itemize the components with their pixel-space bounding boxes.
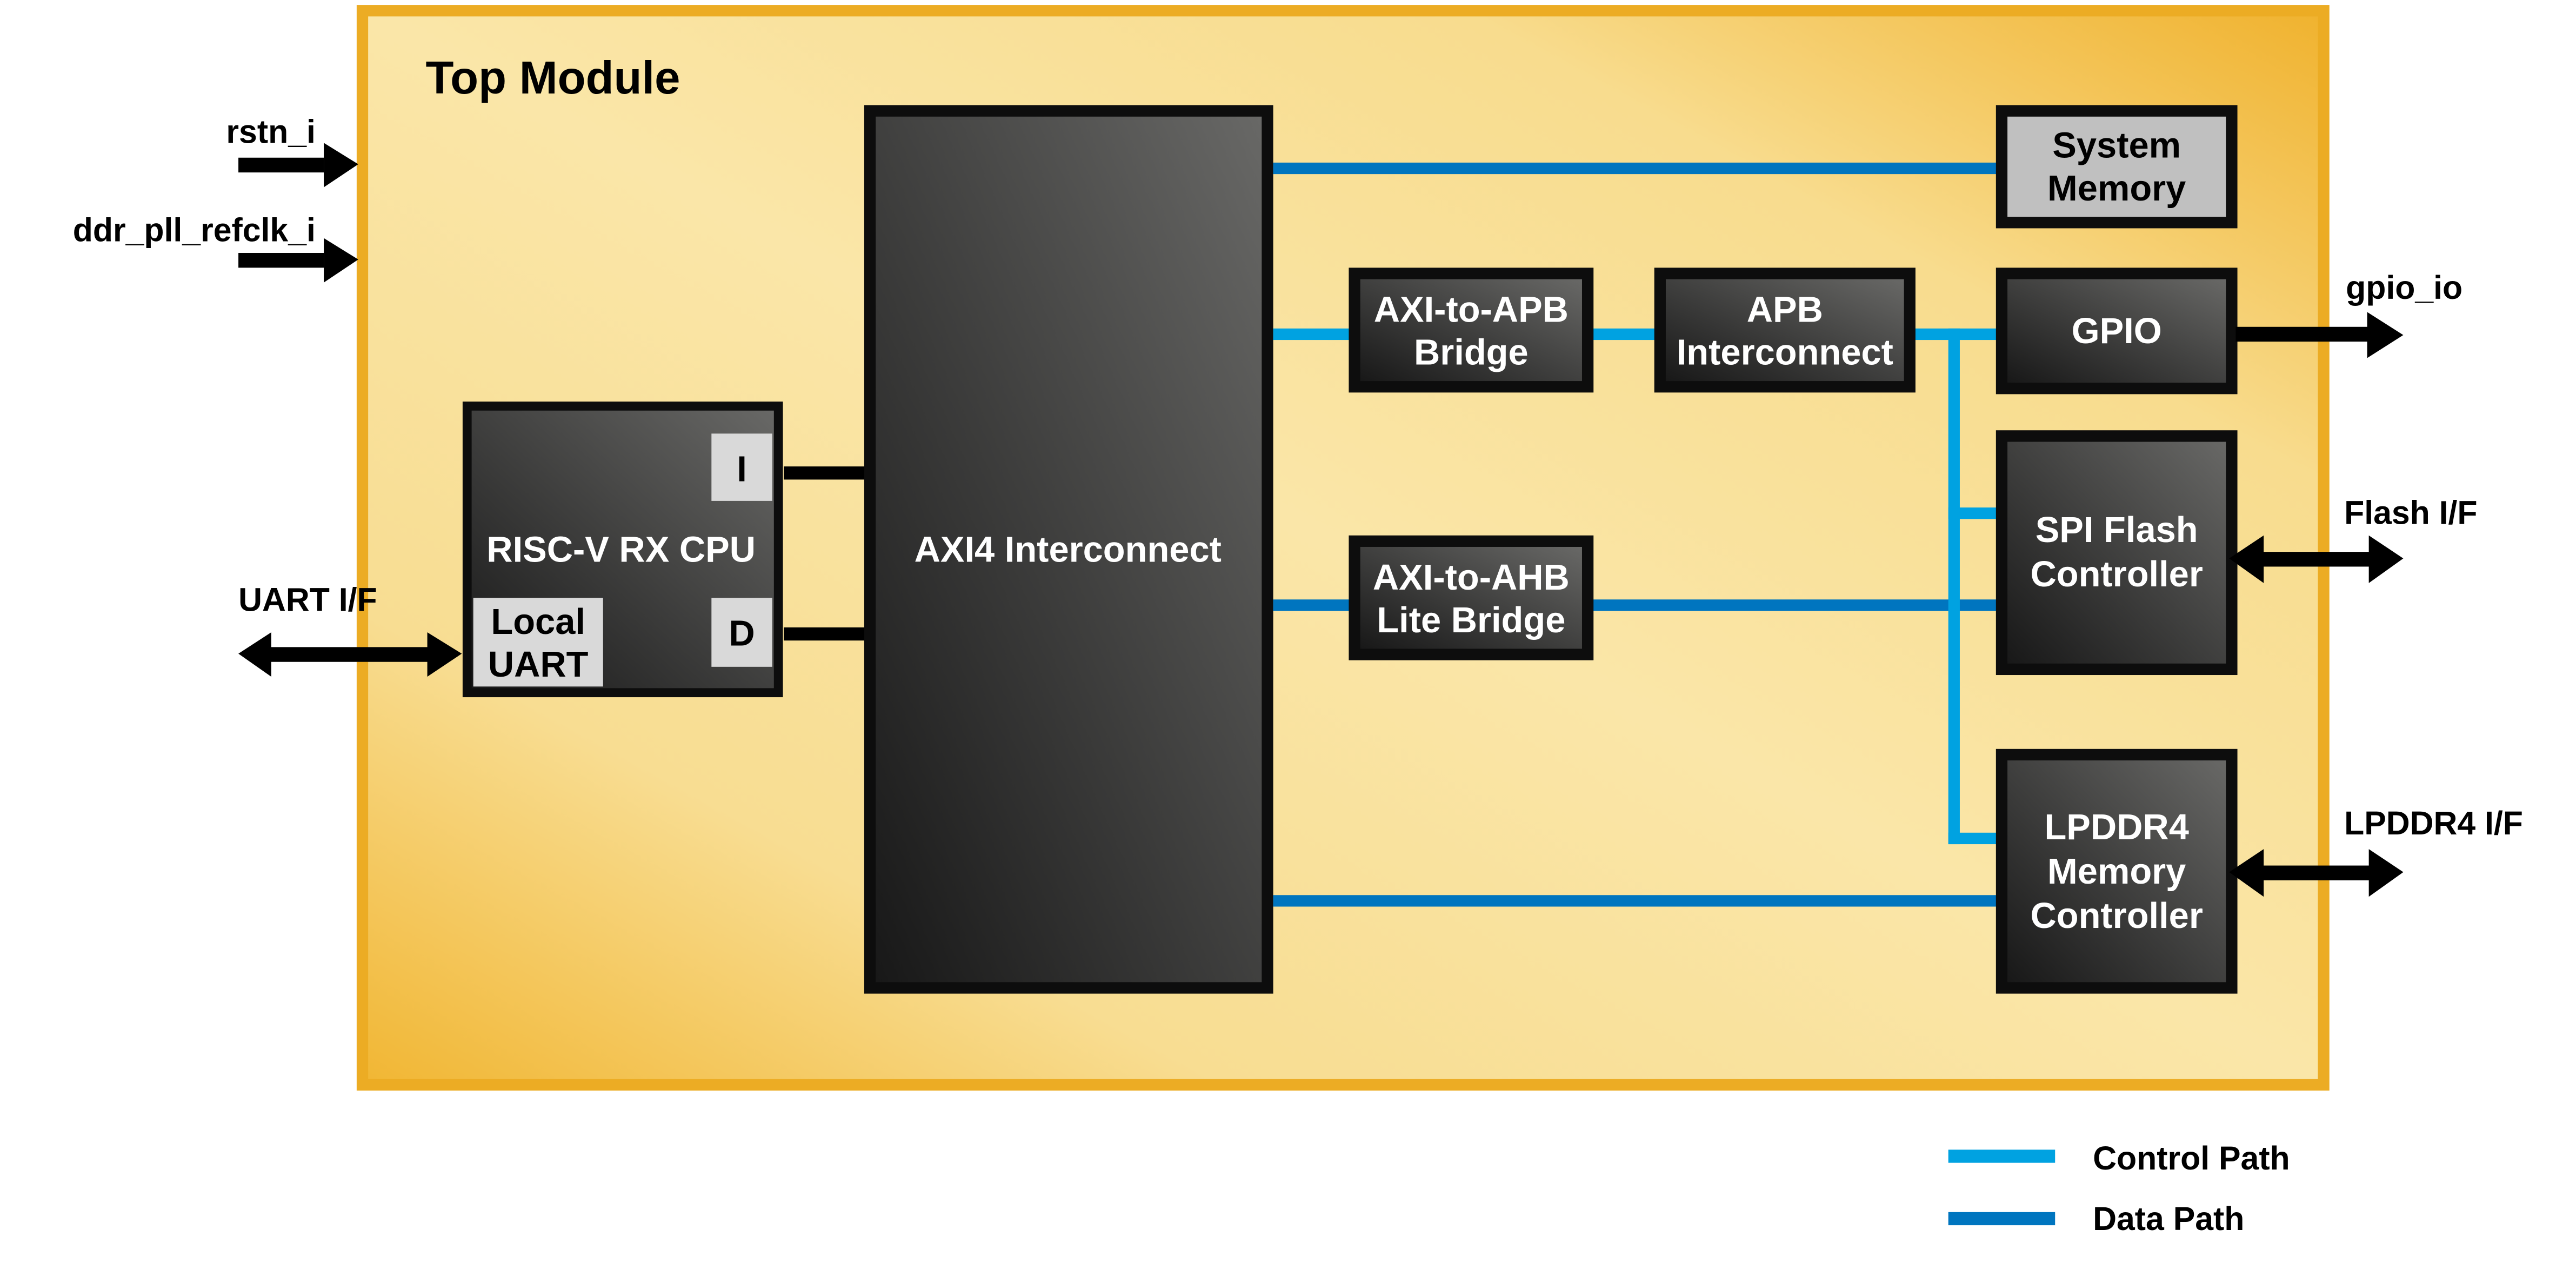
local-uart-box xyxy=(473,598,603,687)
gpio-io-arrow xyxy=(2235,312,2404,358)
lpddr4-if-label: LPDDR4 I/F xyxy=(2344,805,2523,841)
apb-interconnect-block[interactable]: APB Interconnect xyxy=(1654,268,1916,393)
cpu-i-bus xyxy=(784,466,866,480)
axi4-label: AXI4 Interconnect xyxy=(915,529,1222,570)
apb-interconnect-line2: Interconnect xyxy=(1677,332,1893,373)
cpu-block[interactable]: RISC-V RX CPU I D Local UART xyxy=(462,402,783,698)
cpu-port-i-label: I xyxy=(737,449,747,489)
data-path-sysmem xyxy=(1273,162,1998,175)
rstn-label: rstn_i xyxy=(226,113,315,150)
legend-data-swatch xyxy=(1948,1212,2056,1226)
control-path-lpddr4 xyxy=(1948,832,1998,845)
system-memory-block[interactable]: System Memory xyxy=(1996,105,2238,229)
control-path-apb-mid xyxy=(1592,328,1656,340)
control-path-apb-in xyxy=(1273,328,1351,340)
uart-if-label: UART I/F xyxy=(238,582,377,618)
lpddr4-line3: Controller xyxy=(2030,896,2203,936)
local-uart-line1: Local xyxy=(491,602,585,642)
data-path-ahb-out xyxy=(1592,599,1998,611)
refclk-label: ddr_pll_refclk_i xyxy=(73,212,316,249)
top-module-title: Top Module xyxy=(426,52,680,104)
cpu-port-d xyxy=(711,598,772,667)
axi-to-apb-bridge-block[interactable]: AXI-to-APB Bridge xyxy=(1349,268,1594,393)
axi-ahb-line1: AXI-to-AHB xyxy=(1373,557,1570,598)
gpio-block[interactable]: GPIO xyxy=(1996,268,2238,395)
axi-apb-line2: Bridge xyxy=(1414,332,1529,373)
legend-data-label: Data Path xyxy=(2093,1200,2244,1237)
lpddr4-if-arrow xyxy=(2229,849,2404,897)
cpu-port-d-label: D xyxy=(729,613,755,653)
uart-if-arrow xyxy=(238,632,462,677)
refclk-arrow xyxy=(238,238,358,283)
flash-if-label: Flash I/F xyxy=(2344,494,2477,531)
system-memory-line2: Memory xyxy=(2047,168,2186,209)
rstn-arrow xyxy=(238,143,358,188)
legend: Control Path Data Path xyxy=(1948,1140,2290,1237)
system-memory-line1: System xyxy=(2052,125,2181,166)
control-path-spi xyxy=(1948,507,1998,519)
cpu-label: RISC-V RX CPU xyxy=(486,529,756,570)
axi-ahb-line2: Lite Bridge xyxy=(1377,600,1565,640)
local-uart-line2: UART xyxy=(488,644,589,685)
control-path-vertical xyxy=(1948,328,1960,845)
spi-flash-controller-block[interactable]: SPI Flash Controller xyxy=(1996,430,2238,676)
legend-control-label: Control Path xyxy=(2093,1140,2290,1177)
spi-flash-line1: SPI Flash xyxy=(2036,510,2198,550)
gpio-label: GPIO xyxy=(2072,311,2162,351)
lpddr4-line1: LPDDR4 xyxy=(2044,807,2188,847)
apb-interconnect-line1: APB xyxy=(1747,290,1823,330)
cpu-port-i xyxy=(711,433,772,501)
lpddr4-line2: Memory xyxy=(2047,851,2186,892)
legend-control-swatch xyxy=(1948,1150,2056,1163)
data-path-lpddr4 xyxy=(1273,895,1998,907)
axi-apb-line1: AXI-to-APB xyxy=(1374,290,1569,330)
axi-to-ahb-lite-bridge-block[interactable]: AXI-to-AHB Lite Bridge xyxy=(1349,535,1594,660)
gpio-io-label: gpio_io xyxy=(2346,269,2462,306)
flash-if-arrow xyxy=(2229,535,2404,583)
axi4-interconnect-block[interactable]: AXI4 Interconnect xyxy=(864,105,1273,994)
lpddr4-memory-controller-block[interactable]: LPDDR4 Memory Controller xyxy=(1996,749,2238,994)
spi-flash-line2: Controller xyxy=(2030,554,2203,594)
cpu-d-bus xyxy=(784,627,866,641)
data-path-ahb-in xyxy=(1273,599,1351,611)
